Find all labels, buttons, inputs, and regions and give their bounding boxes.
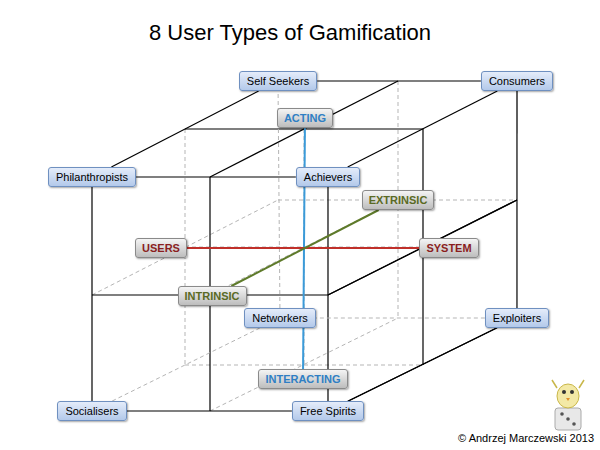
- user-type-label: Networkers: [252, 312, 308, 324]
- bird-on-dice: [552, 380, 584, 430]
- axis-label: INTRINSIC: [185, 290, 240, 302]
- user-type-box: Philanthropists: [48, 167, 136, 187]
- axis-label-box: USERS: [135, 238, 187, 258]
- axis-label-box: SYSTEM: [419, 238, 478, 258]
- cube-edge: [316, 318, 485, 319]
- user-type-label: Socialisers: [65, 405, 118, 417]
- cube-edge: [231, 210, 378, 286]
- user-type-box: Self Seekers: [239, 71, 317, 91]
- user-type-label: Self Seekers: [247, 75, 309, 87]
- user-type-label: Free Spirits: [300, 405, 356, 417]
- hidden-cube-lines: [92, 81, 517, 411]
- cube-edge: [127, 410, 292, 411]
- cube-edge: [136, 176, 296, 177]
- copyright-note: © Andrzej Marczewski 2013: [458, 432, 594, 444]
- user-type-box: Socialisers: [57, 401, 126, 421]
- user-type-label: Achievers: [304, 171, 352, 183]
- axis-label: ACTING: [284, 112, 326, 124]
- axis-label-box: INTERACTING: [258, 369, 347, 389]
- cube-edge: [348, 91, 498, 167]
- cube-edge: [112, 328, 260, 401]
- axis-label-box: ACTING: [277, 108, 333, 128]
- cube-edge: [516, 91, 517, 308]
- cube-edge: [91, 187, 92, 401]
- user-type-box: Free Spirits: [292, 401, 364, 421]
- user-type-label: Exploiters: [493, 312, 541, 324]
- user-type-box: Consumers: [481, 71, 553, 91]
- axis-label: INTERACTING: [265, 373, 340, 385]
- user-type-label: Consumers: [489, 75, 545, 87]
- axis-label-box: EXTRINSIC: [362, 190, 435, 210]
- user-type-label: Philanthropists: [56, 171, 128, 183]
- cube-edge: [348, 328, 496, 401]
- axis-label: USERS: [142, 242, 180, 254]
- axis-label-box: INTRINSIC: [178, 286, 247, 306]
- axis-label: EXTRINSIC: [369, 194, 428, 206]
- cube-edge: [317, 80, 481, 81]
- user-type-box: Achievers: [296, 167, 360, 187]
- axis-label: SYSTEM: [426, 242, 471, 254]
- user-type-box: Exploiters: [485, 308, 549, 328]
- cube-edge: [111, 91, 258, 167]
- inner-cube-lines: [92, 81, 517, 411]
- diagram-title: 8 User Types of Gamification: [149, 20, 431, 46]
- user-type-box: Networkers: [244, 308, 316, 328]
